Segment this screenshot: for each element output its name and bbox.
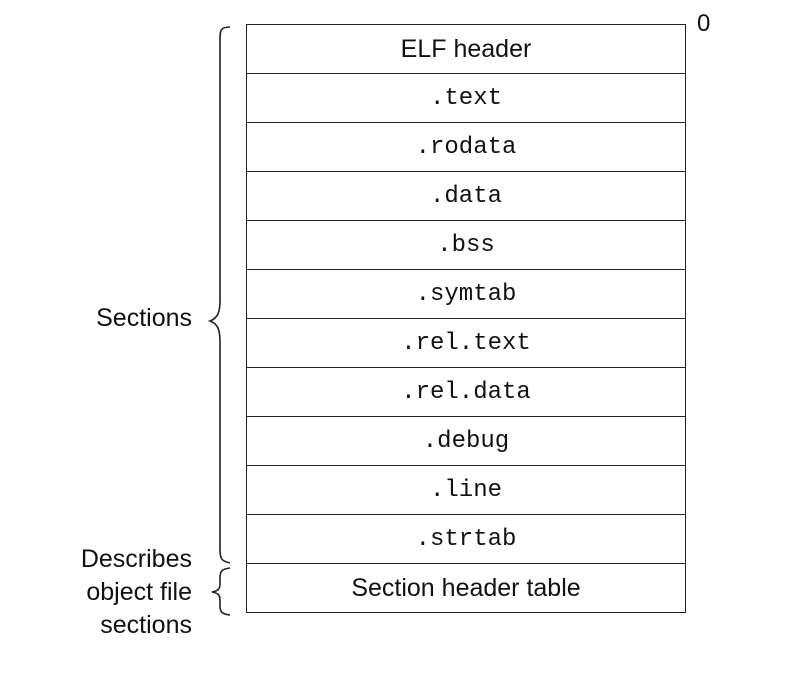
row-bss: .bss (247, 221, 685, 270)
elf-sections-table: ELF header .text .rodata .data .bss .sym… (246, 24, 686, 613)
describes-brace (211, 567, 231, 616)
describes-object-file-sections-label: Describes object file sections (20, 543, 192, 642)
row-section-header-table: Section header table (247, 564, 685, 613)
sections-brace (207, 26, 231, 564)
row-strtab: .strtab (247, 515, 685, 564)
offset-zero-label: 0 (697, 10, 711, 37)
row-line: .line (247, 466, 685, 515)
sections-label: Sections (96, 304, 192, 332)
row-rel-data: .rel.data (247, 368, 685, 417)
row-elf-header: ELF header (247, 25, 685, 74)
row-rodata: .rodata (247, 123, 685, 172)
row-rel-text: .rel.text (247, 319, 685, 368)
row-data: .data (247, 172, 685, 221)
describes-line-1: Describes (80, 545, 192, 573)
describes-line-2: object file (86, 578, 192, 606)
row-symtab: .symtab (247, 270, 685, 319)
describes-line-3: sections (100, 611, 192, 639)
row-text: .text (247, 74, 685, 123)
row-debug: .debug (247, 417, 685, 466)
